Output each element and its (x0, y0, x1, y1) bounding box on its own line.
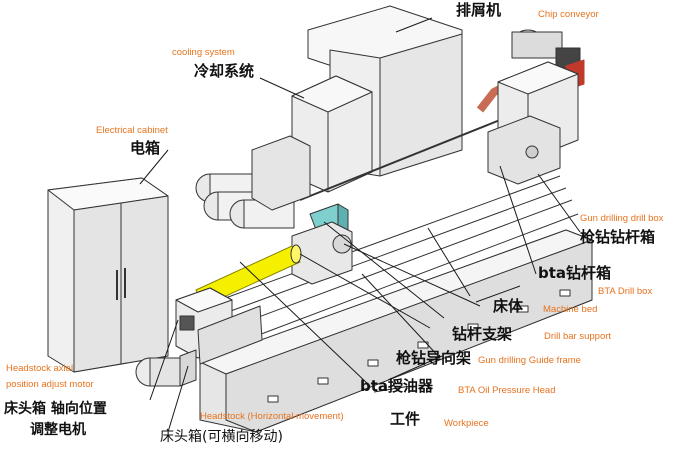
gun-drill-box-label-en: Gun drilling drill box (580, 213, 664, 224)
electrical-cabinet-label-en: Electrical cabinet (96, 125, 168, 136)
electrical-cabinet (47, 177, 169, 373)
oil-pressure-head-label-cn: bta授油器 (360, 377, 434, 395)
guide-frame-label-cn: 枪钻导向架 (396, 349, 472, 367)
workpiece-label-cn: 工件 (390, 410, 421, 428)
headstock-motor-label-cn-2: 调整电机 (30, 422, 86, 438)
cooling-system-label-en: cooling system (172, 47, 235, 58)
electrical-cabinet-label-cn: 电箱 (130, 139, 161, 157)
chip-conveyor (307, 5, 585, 177)
headstock-motor (135, 349, 197, 387)
machine-bed-label-cn: 床体 (493, 297, 524, 315)
bta-drill-box-label-cn: bta钻杆箱 (538, 264, 612, 282)
headstock-motor-label-en-1: Headstock axial (6, 363, 74, 374)
oil-pressure-head-label-en: BTA Oil Pressure Head (458, 385, 556, 396)
leader-lines (139, 17, 581, 433)
drill-bar-support-label-en: Drill bar support (544, 331, 612, 342)
drill-bar-support (291, 203, 353, 285)
guide-frame-label-en: Gun drilling Guide frame (478, 355, 581, 366)
headstock-motor-label-en-2: position adjust motor (6, 379, 94, 390)
cooling-system-label-cn: 冷却系统 (194, 62, 255, 80)
headstock-horizontal-label-en: Headstock (Horizontal movement) (200, 411, 344, 422)
drill-bar-support-label-cn: 钻杆支架 (452, 325, 513, 343)
guide-rails (219, 119, 579, 337)
cooling-pumps (195, 135, 311, 229)
machine-bed (199, 229, 593, 433)
bta-drill-box-label-en: BTA Drill box (598, 286, 653, 297)
gun-drill-box-label-cn: 枪钻钻杆箱 (580, 228, 656, 246)
workpiece-label-en: Workpiece (444, 418, 489, 429)
chip-conveyor-label-cn: 排屑机 (456, 1, 502, 19)
chip-conveyor-label-en: Chip conveyor (538, 9, 599, 20)
headstock-motor-label-cn-1: 床头箱 轴向位置 (4, 401, 107, 417)
cooling-tank (291, 75, 373, 193)
headstock-horizontal-label-cn: 床头箱(可横向移动) (160, 429, 283, 445)
bta-drill-box (487, 61, 579, 185)
headstock (175, 287, 263, 365)
machine-bed-label-en: Machine bed (543, 304, 598, 315)
